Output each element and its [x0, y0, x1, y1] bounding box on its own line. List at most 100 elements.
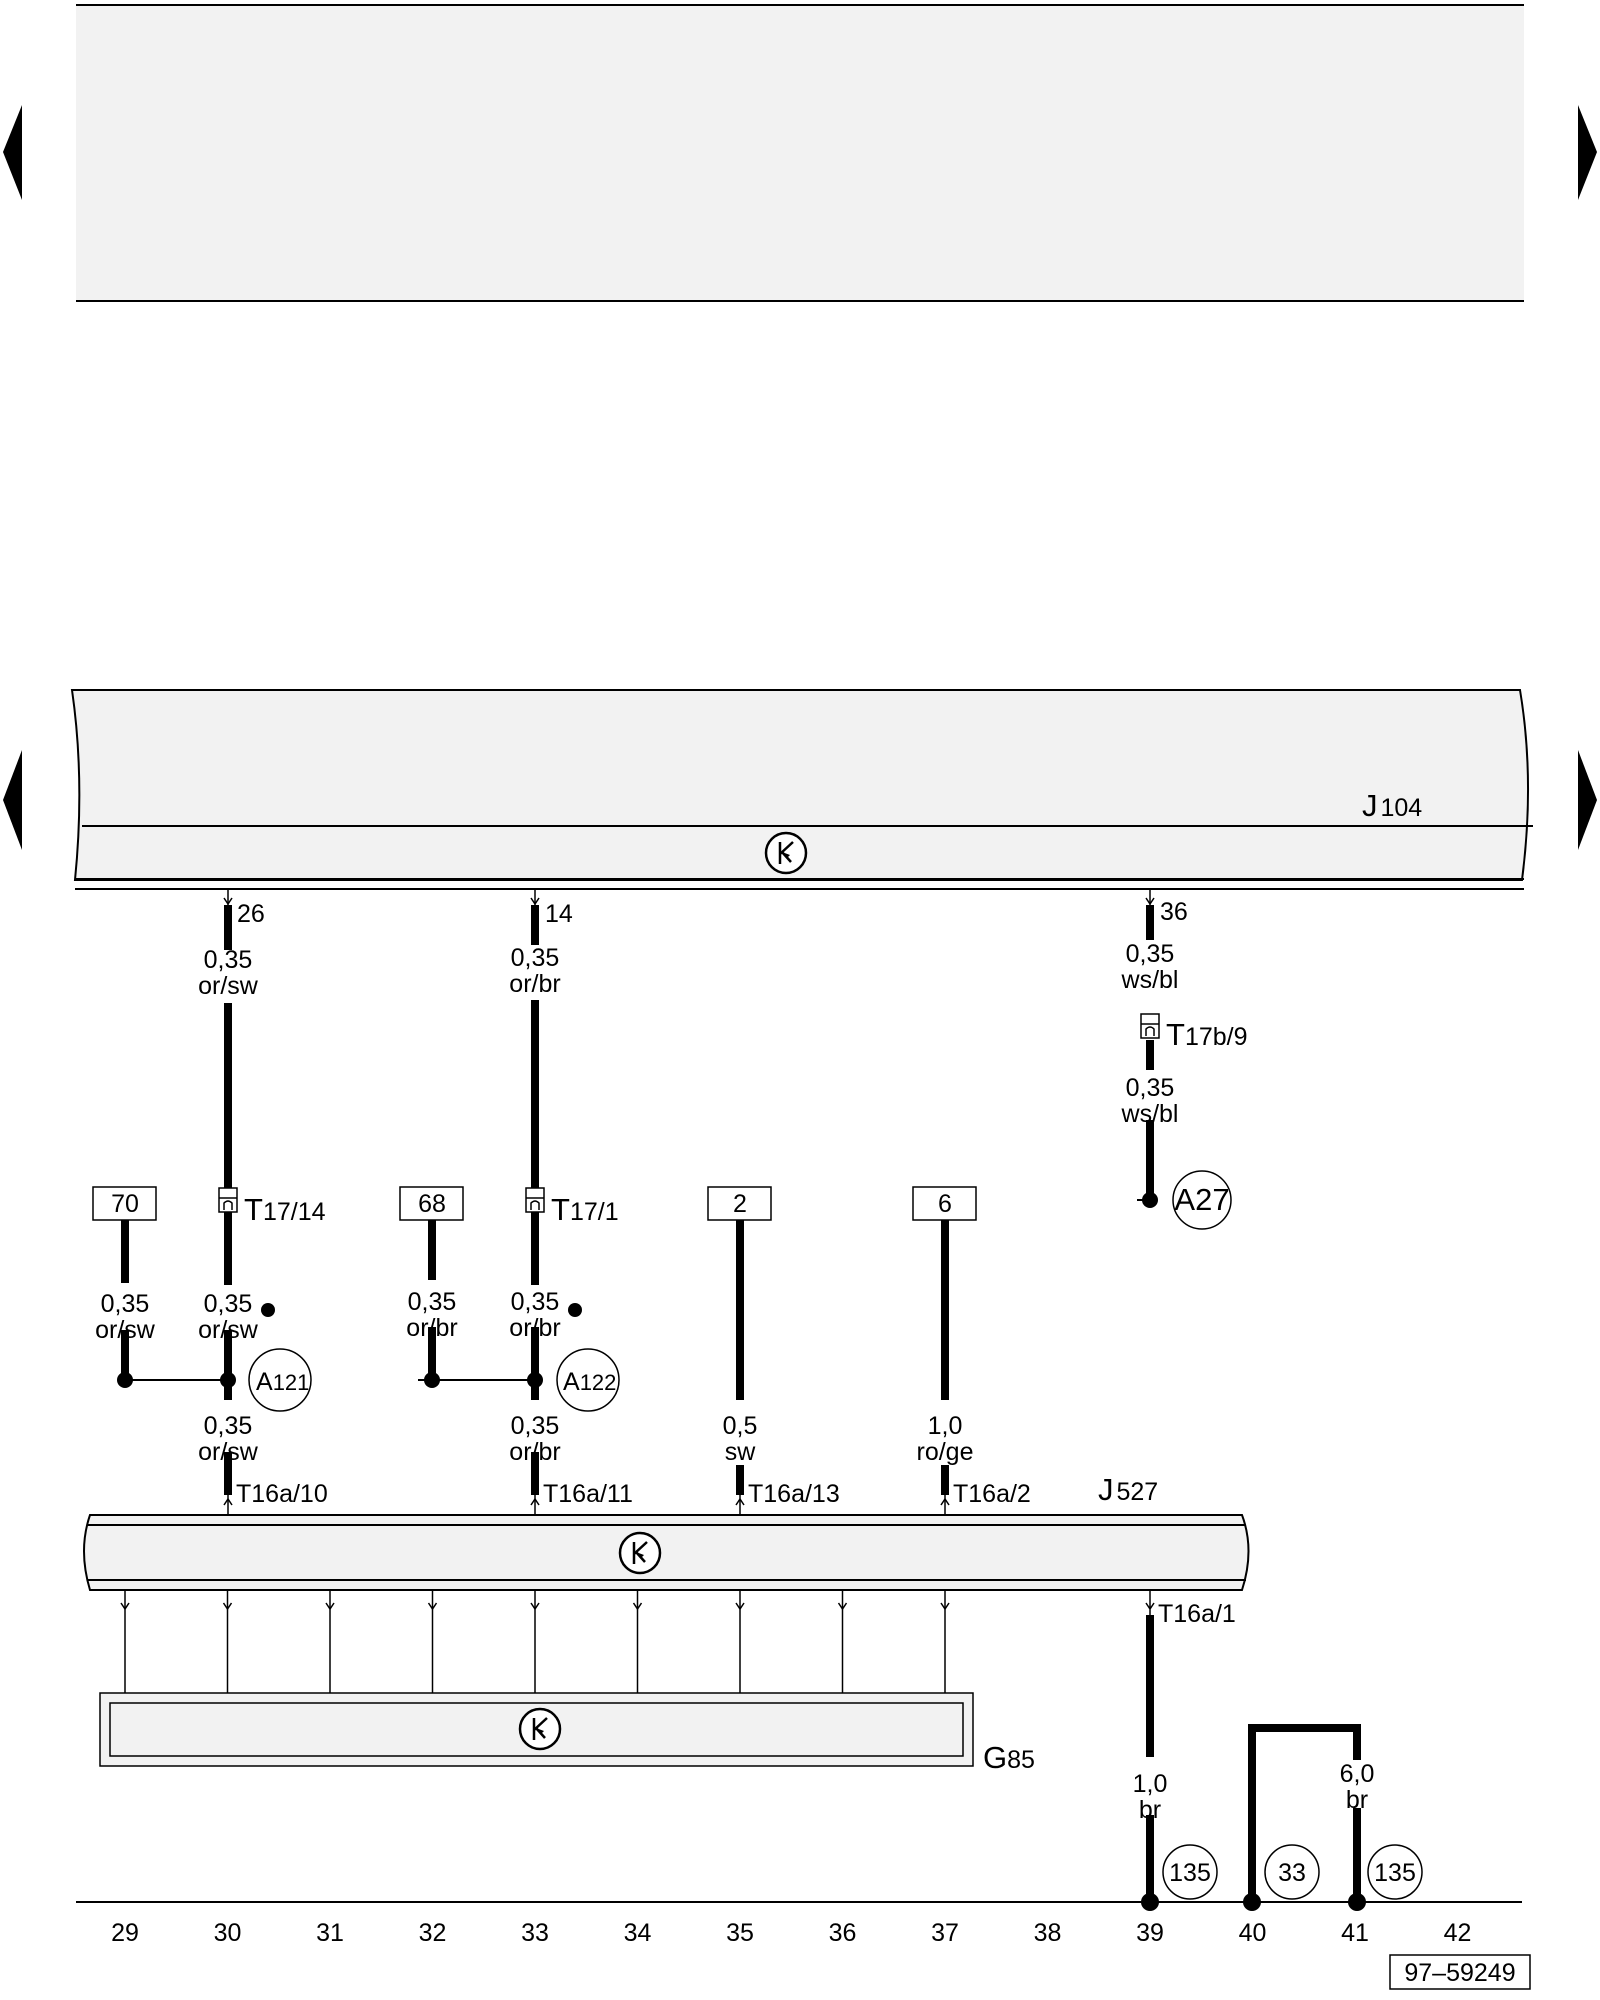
- connector-t16a-10-label: T16a/10: [236, 1480, 328, 1508]
- g85-label: G85: [983, 1740, 1035, 1775]
- point-a121-icon: [248, 1348, 312, 1412]
- pin-arrow-icon: [530, 1602, 540, 1611]
- wire-size: 0,35: [101, 1290, 150, 1318]
- drawing-id: 97–59249: [1404, 1959, 1515, 1987]
- splice-dot: [117, 1372, 133, 1388]
- pin-arrow-icon: [1145, 1590, 1155, 1615]
- page-next-arrow-icon[interactable]: [1578, 750, 1597, 850]
- point-a121-label: A121: [256, 1368, 309, 1396]
- wire-size: 1,0: [1133, 1770, 1168, 1798]
- wire-color: or/sw: [198, 972, 259, 1000]
- splice-dot: [1243, 1893, 1261, 1911]
- wire-size: 0,35: [511, 1412, 560, 1440]
- shield-dot: [568, 1303, 582, 1317]
- point-a122-icon: [556, 1348, 620, 1412]
- ref-box-label: 70: [111, 1190, 139, 1218]
- wire-color: or/br: [509, 1314, 560, 1342]
- wire-size: 0,35: [1126, 940, 1175, 968]
- splice-dot: [527, 1372, 543, 1388]
- ground-point-label: 135: [1169, 1859, 1211, 1887]
- ref-box-68[interactable]: [399, 1186, 464, 1221]
- connector-t16a-11-label: T16a/11: [543, 1480, 633, 1508]
- connector-t17-14-label: T17/14: [244, 1192, 326, 1227]
- wire-color: ws/bl: [1121, 1100, 1179, 1128]
- track-number: 38: [1034, 1919, 1062, 1947]
- wire-color: or/sw: [198, 1316, 259, 1344]
- page-prev-arrow-icon[interactable]: [3, 750, 22, 850]
- wire-color: or/br: [406, 1314, 457, 1342]
- track-number: 35: [726, 1919, 754, 1947]
- pin-arrow-icon: [735, 1602, 745, 1611]
- splice-dot: [220, 1372, 236, 1388]
- top-component-area: [76, 5, 1524, 301]
- wire-size: 0,5: [723, 1412, 758, 1440]
- track-number: 30: [214, 1919, 242, 1947]
- electronic-symbol-icon: [764, 831, 808, 875]
- pin-arrow-icon: [222, 1602, 233, 1611]
- connector-t17-14-icon: [218, 1187, 238, 1213]
- j527-control-unit: [83, 1514, 1250, 1591]
- track-number: 42: [1444, 1919, 1472, 1947]
- point-a122-label: A122: [563, 1368, 616, 1396]
- page-prev-arrow-icon[interactable]: [3, 105, 22, 200]
- ground-point-135-icon: [1162, 1844, 1218, 1900]
- ref-box-label: 6: [938, 1190, 952, 1218]
- electronic-symbol-icon: [518, 1707, 562, 1751]
- pin-arrow-icon: [940, 1602, 950, 1611]
- wire-color: or/sw: [95, 1316, 156, 1344]
- connector-t17b-9-icon: [1140, 1013, 1160, 1039]
- pin-arrow-icon: [325, 1602, 335, 1611]
- track-number: 29: [111, 1919, 139, 1947]
- connector-t16a-2-label: T16a/2: [953, 1480, 1031, 1508]
- track-number: 33: [521, 1919, 549, 1947]
- pin-arrow-icon: [837, 1602, 848, 1611]
- track-number: 40: [1239, 1919, 1267, 1947]
- wire-color: ws/bl: [1121, 966, 1179, 994]
- track-number: 37: [931, 1919, 959, 1947]
- ref-box-70[interactable]: [92, 1186, 157, 1221]
- wire-size: 0,35: [204, 1290, 253, 1318]
- track-number: 32: [419, 1919, 447, 1947]
- point-a27-label: A27: [1174, 1182, 1229, 1217]
- splice-dot: [1348, 1893, 1366, 1911]
- pin-14-label: 14: [545, 900, 573, 928]
- pin-arrow-icon: [632, 1602, 643, 1611]
- wire-color: ro/ge: [917, 1438, 974, 1466]
- track-number: 36: [829, 1919, 857, 1947]
- pin-arrow-icon: [120, 1602, 130, 1611]
- wire-size: 0,35: [408, 1288, 457, 1316]
- connector-t17-1-icon: [525, 1187, 545, 1213]
- ground-point-label: 33: [1278, 1859, 1306, 1887]
- ref-box-2[interactable]: [707, 1186, 772, 1221]
- track-number: 41: [1341, 1919, 1369, 1947]
- wire-size: 0,35: [204, 1412, 253, 1440]
- wire-size: 1,0: [928, 1412, 963, 1440]
- ref-box-label: 68: [418, 1190, 446, 1218]
- track-number: 31: [316, 1919, 344, 1947]
- track-number: 34: [624, 1919, 652, 1947]
- wire-color: or/br: [509, 970, 560, 998]
- track-number: 39: [1136, 1919, 1164, 1947]
- electronic-symbol-icon: [618, 1531, 662, 1575]
- point-a27-icon: [1172, 1170, 1232, 1230]
- ref-box-6[interactable]: [912, 1186, 977, 1221]
- ground-point-135-icon: [1367, 1844, 1423, 1900]
- pin-arrow-icon: [427, 1602, 438, 1611]
- wire-color: or/sw: [198, 1438, 259, 1466]
- ground-point-label: 135: [1374, 1859, 1416, 1887]
- connector-t17-1-label: T17/1: [551, 1192, 619, 1227]
- page-next-arrow-icon[interactable]: [1578, 105, 1597, 200]
- wire-color: br: [1139, 1796, 1161, 1824]
- shield-dot: [261, 1303, 275, 1317]
- wire-color: br: [1346, 1786, 1368, 1814]
- ground-point-33-icon: [1264, 1844, 1320, 1900]
- splice-dot: [1141, 1893, 1159, 1911]
- pin-26-label: 26: [237, 900, 265, 928]
- wire-color: or/br: [509, 1438, 560, 1466]
- wire-track-40-41: [1248, 1724, 1361, 1902]
- connector-t16a-13-label: T16a/13: [748, 1480, 840, 1508]
- wire-size: 0,35: [1126, 1074, 1175, 1102]
